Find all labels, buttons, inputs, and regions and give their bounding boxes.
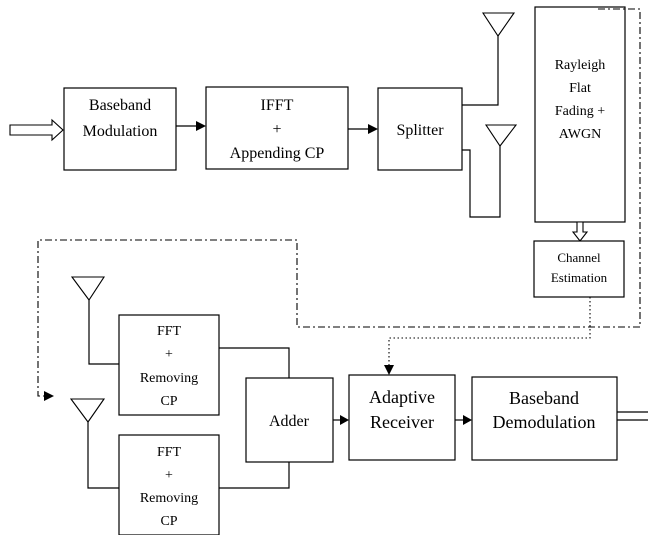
channel-line-1: Rayleigh <box>555 58 606 73</box>
channel-estimation-line-1: Channel <box>557 250 601 265</box>
baseband-demodulation-line-1: Baseband <box>509 388 579 408</box>
baseband-modulation-line-1: Baseband <box>89 97 151 114</box>
fft-bottom-line-1: FFT <box>157 445 182 460</box>
fft-top-line-4: CP <box>160 394 177 409</box>
fft-top-line-1: FFT <box>157 324 182 339</box>
baseband-modulation-block: Baseband Modulation <box>63 87 177 171</box>
fft-bottom-line-2: + <box>165 468 173 483</box>
fft-top-line-2: + <box>165 347 173 362</box>
ifft-line-2: + <box>272 121 281 138</box>
fft-bottom-line-3: Removing <box>140 491 198 506</box>
adaptive-receiver-line-2: Receiver <box>370 412 434 432</box>
fft-top-line-3: Removing <box>140 371 198 386</box>
channel-line-2: Flat <box>569 81 591 96</box>
adaptive-receiver-line-1: Adaptive <box>369 387 435 407</box>
rx-antenna-1-icon <box>70 276 106 301</box>
rx-antenna-2-icon <box>69 398 106 423</box>
baseband-demodulation-block: Baseband Demodulation <box>471 376 618 461</box>
fft-top-block: FFT + Removing CP <box>118 314 220 416</box>
channel-line-3: Fading + <box>555 104 605 119</box>
adder-block: Adder <box>245 377 334 463</box>
ifft-block: IFFT + Appending CP <box>205 86 349 170</box>
adaptive-receiver-block: Adaptive Receiver <box>348 374 456 461</box>
channel-estimation-line-2: Estimation <box>551 270 608 285</box>
rayleigh-channel-block: Rayleigh Flat Fading + AWGN <box>534 6 626 223</box>
fft-bottom-line-4: CP <box>160 514 177 529</box>
splitter-block: Splitter <box>377 87 463 171</box>
input-arrow <box>9 118 64 142</box>
adder-label: Adder <box>269 413 310 430</box>
baseband-modulation-line-2: Modulation <box>83 123 158 140</box>
output-double-line <box>617 411 648 421</box>
tx-antenna-2-icon <box>484 124 518 147</box>
channel-line-4: AWGN <box>559 127 601 142</box>
baseband-demodulation-line-2: Demodulation <box>493 412 596 432</box>
estimation-dotted-line <box>388 297 591 365</box>
channel-estimation-block: Channel Estimation <box>533 240 625 298</box>
splitter-label: Splitter <box>396 122 444 139</box>
channel-to-estimation-arrow <box>571 221 589 242</box>
feedback-dashdot-line <box>37 8 641 397</box>
tx-antenna-1-icon <box>481 12 516 37</box>
ifft-line-1: IFFT <box>261 97 294 114</box>
ifft-line-3: Appending CP <box>230 145 325 162</box>
fft-bottom-block: FFT + Removing CP <box>118 434 220 535</box>
